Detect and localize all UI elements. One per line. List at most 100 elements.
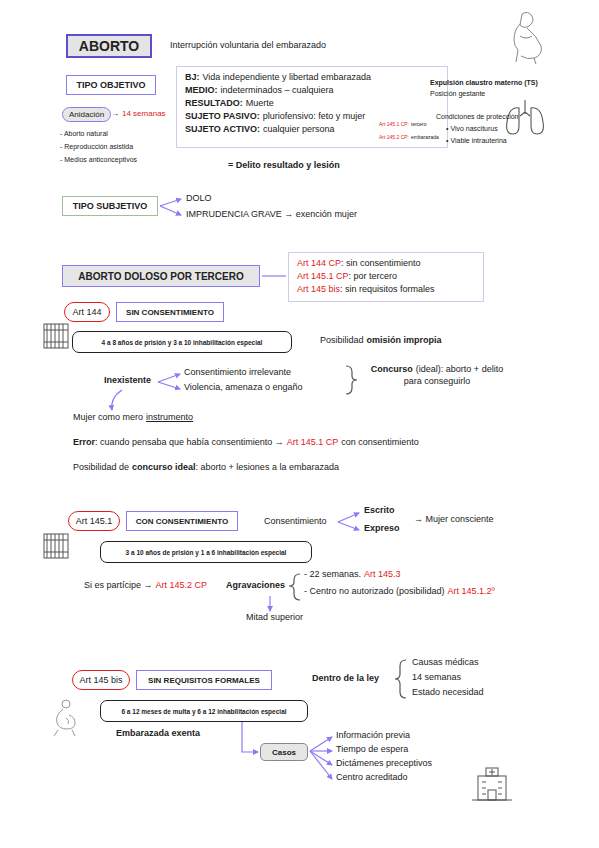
- text-row: SUJETO ACTIVO:cualquier persona: [185, 123, 371, 136]
- text-run: tercero: [411, 121, 427, 127]
- note-line: IMPRUDENCIA GRAVE → exención mujer: [186, 209, 357, 221]
- line-art-stroke: [289, 574, 300, 600]
- text-run: Interrupción voluntaria del embarazado: [170, 40, 326, 50]
- text-run: Información previa: [336, 730, 410, 740]
- diagram-box: Art 144 CP: sin consentimientoArt 145.1 …: [288, 252, 484, 302]
- text-row: RESULTADO:Muerte: [185, 97, 371, 110]
- note-line: Posibilidad deconcurso ideal: aborto + l…: [73, 462, 339, 474]
- diagram-box: 4 a 8 años de prisión y 3 a 10 inhabilit…: [72, 331, 292, 353]
- text-run: Agravaciones: [226, 580, 285, 590]
- line-art-stroke: [310, 751, 332, 779]
- text-run: pluriofensivo: feto y mujer: [263, 111, 366, 121]
- text-run: 6 a 12 meses de multa y 6 a 12 inhabilit…: [121, 708, 286, 715]
- text-run: Art 145.2 CP:: [379, 134, 409, 140]
- text-run: SIN CONSENTIMIENTO: [126, 308, 214, 317]
- note-line: Estado necesidad: [412, 687, 484, 699]
- line-art-stroke: [44, 324, 68, 558]
- line-art-stroke: [44, 324, 68, 348]
- text-run: TIPO SUBJETIVO: [73, 201, 148, 211]
- text-run: Posibilidad: [320, 335, 364, 345]
- text-run: omisión impropia: [367, 335, 442, 345]
- text-run: Si es partícipe →: [84, 580, 153, 590]
- text-row: Art 145 bis: sin requisitos formales: [297, 283, 435, 296]
- text-run: Expulsión claustro materno (TS): [430, 79, 538, 86]
- text-run: Art 145.2 CP: [156, 580, 208, 590]
- note-line: DOLO: [186, 193, 212, 205]
- note-line: Información previa: [336, 730, 410, 742]
- note-line: Violencia, amenaza o engaño: [184, 382, 302, 394]
- text-run: : sin requisitos formales: [340, 284, 435, 294]
- note-line: • Viable intrauterina: [446, 136, 507, 145]
- line-art-stroke: [395, 660, 406, 698]
- line-art-stroke: [472, 768, 512, 800]
- note-line: Dictámenes preceptivos: [336, 758, 432, 770]
- line-art-stroke: [531, 108, 543, 134]
- line-art-stroke: [66, 718, 69, 724]
- note-line: Consentimiento: [264, 516, 327, 528]
- text-run: concurso ideal: [132, 462, 196, 472]
- text-run: TIPO OBJETIVO: [76, 80, 145, 90]
- text-run: Anidación: [69, 110, 104, 119]
- note-line: Expreso: [364, 523, 400, 535]
- line-art-stroke: [514, 24, 541, 64]
- line-art-stroke: [482, 782, 502, 794]
- text-row: MEDIO:indeterminados – cualquiera: [185, 84, 371, 97]
- line-art-stroke: [514, 12, 541, 64]
- line-art-stroke: [160, 199, 181, 206]
- text-run: 14 semanas: [122, 109, 166, 118]
- text-run: Error: [73, 437, 95, 447]
- text-run: Mitad superior: [246, 612, 303, 622]
- text-run: : sin consentimiento: [341, 258, 421, 268]
- text-row: Art 145.2 CP:embarazada: [379, 130, 439, 143]
- text-run: Consentimiento irrelevante: [184, 367, 291, 377]
- text-run: Expreso: [364, 523, 400, 533]
- note-line: →14 semanas: [111, 109, 166, 119]
- diagram-box: ABORTO DOLOSO POR TERCERO: [62, 265, 260, 287]
- line-art-stroke: [112, 390, 122, 410]
- text-run: Posición gestante: [430, 90, 485, 97]
- note-line: - Aborto natural: [60, 129, 108, 138]
- note-line: - 22 semanas.Art 145.3: [304, 569, 401, 581]
- text-run: Consentimiento: [264, 516, 327, 526]
- text-run: ABORTO DOLOSO POR TERCERO: [78, 271, 243, 282]
- note-line: Interrupción voluntaria del embarazado: [170, 40, 326, 52]
- text-run: - 22 semanas.: [304, 569, 361, 579]
- text-run: Casos: [272, 748, 296, 757]
- diagram-box: Art 145 bis: [72, 670, 130, 690]
- text-run: Art 144 CP: [297, 258, 341, 268]
- note-line: Si es partícipe →Art 145.2 CP: [84, 580, 207, 592]
- note-line: Inexistente: [104, 375, 151, 387]
- text-run: Vida independiente y libertad embarazada: [203, 72, 371, 82]
- note-line: Causas médicas: [412, 657, 479, 669]
- text-run: : aborto + lesiones a la embarazada: [196, 462, 339, 472]
- note-line: Centro acreditado: [336, 772, 408, 784]
- note-line: Posición gestante: [430, 89, 485, 98]
- line-art-stroke: [472, 800, 512, 801]
- line-art-stroke: [269, 596, 270, 611]
- text-run: CON CONSENTIMIENTO: [136, 517, 228, 526]
- text-run: Escrito: [364, 505, 395, 515]
- line-art-stroke: [158, 374, 180, 382]
- line-art-stroke: [486, 768, 498, 776]
- text-run: Violencia, amenaza o engaño: [184, 382, 302, 392]
- text-run: con consentimiento: [341, 437, 419, 447]
- line-art-stroke: [507, 108, 519, 134]
- diagram-box: TIPO SUBJETIVO: [62, 196, 158, 216]
- text-run: Art 145.1 CP:: [379, 121, 409, 127]
- text-run: Concurso: [371, 364, 413, 374]
- line-art-stroke: [310, 750, 332, 751]
- line-art-stroke: [62, 700, 70, 708]
- diagram-box: CON CONSENTIMIENTO: [126, 511, 238, 531]
- text-run: cualquier persona: [263, 124, 335, 134]
- line-art-stroke: [520, 12, 533, 27]
- note-line: Consentimiento irrelevante: [184, 367, 291, 379]
- text-run: Art 145 bis: [297, 284, 340, 294]
- note-line: - Medios anticonceptivos: [60, 155, 137, 164]
- text-run: - Reproducción asistida: [60, 143, 133, 150]
- text-run: Dictámenes preceptivos: [336, 758, 432, 768]
- text-run: Art 145.1 CP: [287, 437, 339, 447]
- text-run: = Delito resultado y lesión: [228, 160, 340, 170]
- note-line: Condiciones de protección: [436, 112, 519, 121]
- note-line: Tiempo de espera: [336, 744, 408, 756]
- text-run: indeterminados – cualquiera: [221, 85, 334, 95]
